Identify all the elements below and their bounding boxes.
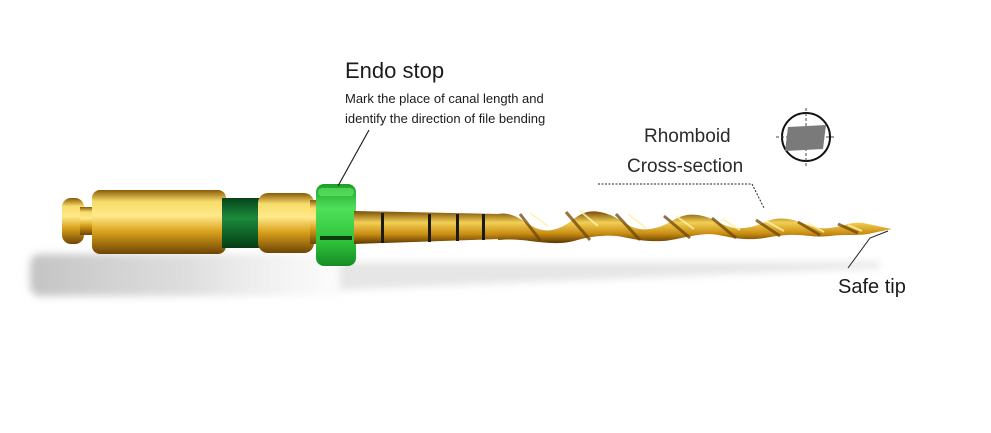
depth-mark: [456, 214, 459, 241]
endo-stop-description-line: identify the direction of file bending: [345, 111, 546, 126]
safe-tip-leader-line: [847, 230, 889, 269]
cross-section-leader-line: [598, 183, 765, 209]
file-working-part: [498, 210, 892, 244]
safe-tip-label: Safe tip: [838, 276, 906, 298]
endo-stop-description-line: Mark the place of canal length and: [345, 91, 544, 106]
cross-section-label-line: Rhomboid: [644, 126, 731, 147]
rhomboid-cross-section-icon: [776, 108, 836, 166]
file-shadow: [30, 254, 880, 296]
endo-stop-description: Mark the place of canal length and ident…: [345, 89, 545, 129]
size-color-band: [222, 198, 262, 248]
endo-stop-label: Endo stop: [345, 58, 445, 83]
endo-stop-leader-line: [337, 129, 370, 187]
cross-section-label-line: Cross-section: [627, 156, 744, 177]
file-handle: [62, 190, 322, 254]
cross-section-label: Rhomboid Cross-section: [627, 122, 743, 182]
depth-mark: [428, 214, 431, 242]
depth-mark: [482, 214, 485, 240]
endo-stop: [316, 184, 356, 266]
depth-mark: [381, 213, 384, 243]
file-shank: [354, 211, 500, 244]
